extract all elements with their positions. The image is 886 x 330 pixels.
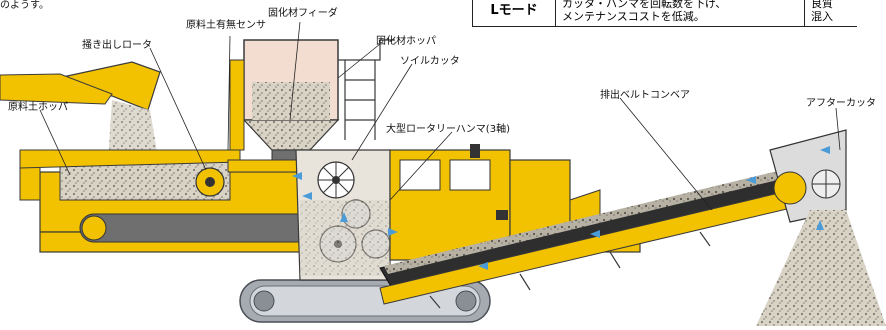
- label-soil-cutter: ソイルカッタ: [400, 56, 460, 67]
- mode-description-line-2: メンテナンスコストを低減。: [562, 10, 705, 23]
- label-after-cutter: アフターカッタ: [806, 98, 876, 109]
- after-cutter: [769, 129, 847, 223]
- mode-extra-line-2: 混入: [811, 10, 833, 23]
- mode-description-line-1: カッタ・ハンマを回転数を下げ、: [562, 0, 727, 10]
- label-raw-soil-hopper: 原料土ホッパ: [8, 102, 68, 113]
- flow-arrows: [292, 146, 830, 270]
- label-raw-soil-sensor: 原料土有無センサ: [186, 20, 266, 31]
- intro-text: のようす。: [0, 0, 49, 11]
- mode-extra: 良質 混入: [804, 0, 857, 27]
- leader-lines: [39, 21, 841, 211]
- mode-table: Lモード カッタ・ハンマを回転数を下げ、 メンテナンスコストを低減。 良質 混入: [472, 0, 857, 27]
- raw-soil-hopper: [19, 149, 241, 201]
- label-discharge-conveyor: 排出ベルトコンベア: [600, 90, 690, 101]
- binder-hopper: [227, 39, 340, 173]
- label-rotary-hammer: 大型ロータリーハンマ(3軸): [386, 124, 510, 135]
- mode-name: Lモード: [472, 0, 556, 27]
- top-railing: [338, 39, 395, 140]
- label-binder-feeder: 固化材フィーダ: [268, 8, 338, 19]
- label-binder-hopper: 固化材ホッパ: [376, 36, 436, 47]
- discharge-soil-pile: [756, 210, 886, 326]
- mode-extra-line-1: 良質: [811, 0, 833, 10]
- discharge-conveyor: [379, 168, 809, 309]
- label-scraping-rotor: 掻き出しロータ: [82, 40, 152, 51]
- mode-description: カッタ・ハンマを回転数を下げ、 メンテナンスコストを低減。: [555, 0, 805, 27]
